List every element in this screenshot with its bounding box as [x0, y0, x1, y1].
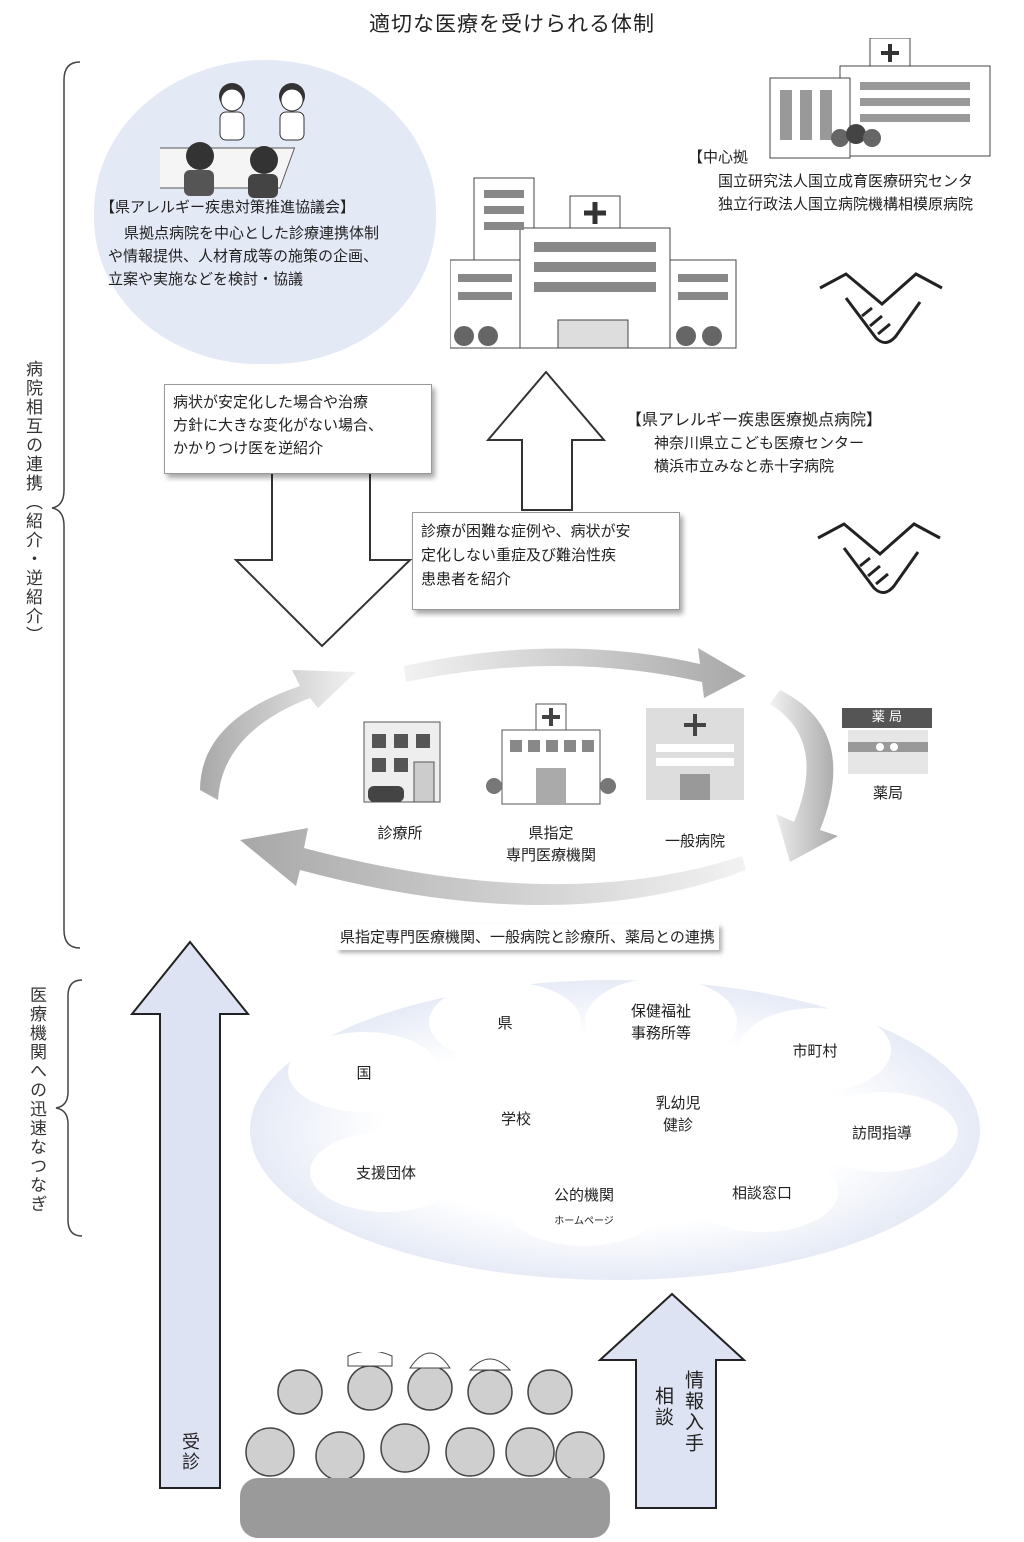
base-hospital-heading: 【県アレルギー疾患医療拠点病院】	[626, 410, 883, 429]
designated-hospital-label: 県指定 専門医療機関	[486, 822, 616, 866]
referral-arrows	[233, 370, 607, 648]
oval-visit	[806, 1092, 958, 1172]
citizens-crowd-illustration	[240, 1352, 610, 1538]
council-bubble	[94, 60, 436, 364]
oval-city	[739, 1008, 891, 1092]
central-hospital-name: 国立研究法人国立成育医療研究センタ	[718, 172, 974, 190]
base-hospital-name: 神奈川県立こども医療センター	[654, 434, 865, 452]
base-hospital-name: 横浜市立みなと赤十字病院	[654, 457, 835, 475]
cycle-arrow-bottom	[240, 828, 746, 905]
oval-city-label: 市町村	[792, 1042, 838, 1060]
upper-brace	[51, 61, 81, 949]
council-line: 立案や実施などを検討・協議	[108, 270, 304, 288]
oval-country-label: 国	[356, 1064, 372, 1082]
designated-label-line: 専門医療機関	[505, 846, 596, 864]
oval-infant-line: 健診	[662, 1116, 693, 1134]
info-arrow	[597, 1292, 747, 1509]
oval-visit-label: 訪問指導	[851, 1124, 912, 1142]
consult-arrow-label: 相談	[652, 1386, 674, 1428]
base-hospital-names: 神奈川県立こども医療センター 横浜市立みなと赤十字病院	[654, 432, 864, 478]
oval-support	[310, 1132, 462, 1212]
page-title: 適切な医療を受けられる体制	[369, 12, 655, 36]
reverse-referral-line: 方針に大きな変化がない場合、	[173, 416, 384, 434]
base-hospital-illustration	[450, 177, 737, 349]
council-heading: 【県アレルギー疾患対策推進協議会】	[100, 198, 356, 216]
central-hospital-illustration	[769, 38, 991, 159]
oval-consult-label: 相談窓口	[731, 1184, 792, 1202]
general-hospital-label: 一般病院	[664, 832, 725, 850]
clinic-illustration	[363, 721, 441, 803]
cycle-arrow-top	[404, 648, 746, 698]
oval-hoken-label: 保健福祉 事務所等	[611, 1000, 711, 1044]
oval-pref-label: 県	[497, 1014, 513, 1032]
oval-country	[288, 1032, 440, 1112]
oval-public	[506, 1162, 662, 1246]
referral-textbox: 診療が困難な症例や、病状が安 定化しない重症及び難治性疾 患患者を紹介	[412, 512, 680, 610]
info-arrow-label: 情報入手	[682, 1370, 704, 1454]
central-hospital-heading: 【中心拠	[688, 146, 749, 168]
visit-arrow	[129, 940, 251, 1489]
oval-infant	[602, 1070, 754, 1158]
oval-school-label: 学校	[500, 1110, 531, 1128]
oval-infant-label: 乳幼児 健診	[628, 1092, 728, 1136]
community-ovals	[0, 0, 1024, 1300]
pharmacy-illustration	[848, 730, 928, 774]
designated-hospital-illustration	[486, 703, 616, 805]
oval-school	[440, 1076, 592, 1160]
reverse-referral-textbox: 病状が安定化した場合や治療 方針に大きな変化がない場合、 かかりつけ医を逆紹介	[164, 384, 432, 474]
central-hospital-name: 独立行政法人国立病院機構相模原病院	[718, 195, 974, 213]
oval-hoken-line: 保健福祉	[630, 1002, 691, 1020]
reverse-referral-arrow	[233, 469, 413, 648]
oval-public-label: 公的機関	[553, 1186, 614, 1204]
handshake-icon	[819, 272, 943, 344]
cycle-arrow-right-down	[770, 690, 838, 862]
oval-support-label: 支援団体	[355, 1164, 416, 1182]
reverse-referral-line: 病状が安定化した場合や治療	[173, 393, 369, 411]
meeting-people-illustration	[160, 83, 305, 198]
referral-line: 患患者を紹介	[421, 570, 512, 588]
oval-public-sublabel: ホームページ	[554, 1216, 614, 1227]
referral-line: 診療が困難な症例や、病状が安	[421, 522, 631, 540]
visit-arrow-label: 受診	[179, 1432, 200, 1472]
council-line: 県拠点病院を中心とした診療連携体制	[124, 224, 380, 242]
lower-side-label: 医療機関への迅速なつなぎ	[26, 986, 46, 1214]
council-body: 県拠点病院を中心とした診療連携体制 や情報提供、人材育成等の施策の企画、 立案や…	[108, 222, 438, 291]
clinic-label: 診療所	[377, 824, 423, 842]
council-line: や情報提供、人材育成等の施策の企画、	[108, 247, 379, 265]
oval-pref	[429, 982, 581, 1062]
lower-brace	[55, 979, 83, 1237]
referral-up-arrow	[485, 370, 607, 511]
cycle-arrows	[200, 648, 838, 905]
pharmacy-label: 薬局	[872, 784, 903, 802]
cycle-caption: 県指定専門医療機関、一般病院と診療所、薬局との連携	[336, 924, 719, 950]
referral-line: 定化しない重症及び難治性疾	[421, 546, 617, 564]
designated-label-line: 県指定	[528, 824, 574, 842]
oval-hoken	[585, 978, 737, 1066]
general-hospital-illustration	[646, 708, 744, 800]
upper-side-label: 病院相互の連携（紹介・逆紹介）	[22, 360, 42, 645]
cycle-arrow-left-up	[200, 670, 356, 800]
pharmacy-sign: 薬 局	[842, 708, 932, 728]
oval-hoken-line: 事務所等	[630, 1024, 691, 1042]
central-hospital-names: 国立研究法人国立成育医療研究センタ 独立行政法人国立病院機構相模原病院	[718, 170, 1024, 216]
reverse-referral-line: かかりつけ医を逆紹介	[173, 439, 324, 457]
handshake-icon	[817, 522, 941, 594]
oval-infant-line: 乳幼児	[655, 1094, 701, 1112]
oval-consult	[686, 1152, 838, 1232]
